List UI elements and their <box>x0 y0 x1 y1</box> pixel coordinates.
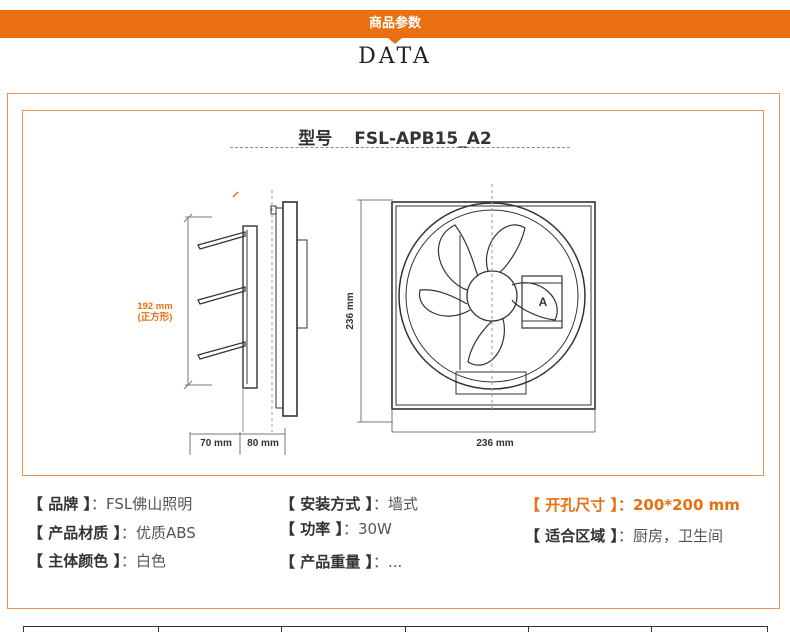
section-title: 商品参数 <box>368 16 421 31</box>
height-dimension-note: (正方形) <box>138 311 173 323</box>
model-underline <box>230 147 570 148</box>
spec-brand-value: ：FSL佛山照明 <box>90 495 193 513</box>
table-divider <box>528 627 529 632</box>
spec-install-label: 【 安装方式 】 <box>280 495 373 513</box>
spec-weight: 【 产品重量 】：... <box>280 551 402 572</box>
header-notch <box>388 38 402 44</box>
data-subtitle: DATA <box>358 44 432 69</box>
table-divider <box>405 627 406 632</box>
arrow-mark: A <box>539 295 548 309</box>
spec-brand: 【 品牌 】：FSL佛山照明 <box>28 493 192 514</box>
spec-hole-label: 【 开孔尺寸 】 <box>525 496 618 514</box>
spec-install-value: ：墙式 <box>372 495 418 513</box>
spec-hole-size: 【 开孔尺寸 】：200*200 mm <box>525 494 740 515</box>
table-divider <box>651 627 652 632</box>
spec-material: 【 产品材质 】：优质ABS <box>28 522 196 543</box>
model-label: 型号 <box>298 129 333 149</box>
model-code: FSL-APB15_A2 <box>354 129 492 149</box>
front-height-label: 236 mm <box>345 292 356 329</box>
spec-color-value: ：白色 <box>120 552 166 570</box>
spec-power: 【 功率 】：30W <box>280 518 392 539</box>
header-bar <box>0 10 790 38</box>
spec-hole-value: ：200*200 mm <box>617 496 740 514</box>
spec-material-value: ：优质ABS <box>120 524 196 542</box>
spec-area-value: ：厨房，卫生间 <box>617 527 723 545</box>
bottom-table-edge <box>23 626 768 632</box>
model-heading: 型号 FSL-APB15_A2 <box>0 124 790 149</box>
spec-color: 【 主体颜色 】：白色 <box>28 550 166 571</box>
front-width-label: 236 mm <box>476 438 513 449</box>
spec-brand-label: 【 品牌 】 <box>28 495 91 513</box>
spec-power-label: 【 功率 】 <box>280 520 343 538</box>
spec-weight-value: ：... <box>372 553 403 571</box>
table-divider <box>281 627 282 632</box>
spec-install: 【 安装方式 】：墙式 <box>280 493 418 514</box>
depth-dimension-2: 80 mm <box>247 438 279 449</box>
diagram-panel <box>22 110 764 476</box>
spec-material-label: 【 产品材质 】 <box>28 524 121 542</box>
spec-area: 【 适合区域 】：厨房，卫生间 <box>525 525 723 546</box>
height-dimension-label: 192 mm <box>137 301 172 312</box>
table-divider <box>158 627 159 632</box>
spec-weight-label: 【 产品重量 】 <box>280 553 373 571</box>
spec-area-label: 【 适合区域 】 <box>525 527 618 545</box>
spec-color-label: 【 主体颜色 】 <box>28 552 121 570</box>
depth-dimension-1: 70 mm <box>200 438 232 449</box>
spec-power-value: ：30W <box>342 520 392 538</box>
